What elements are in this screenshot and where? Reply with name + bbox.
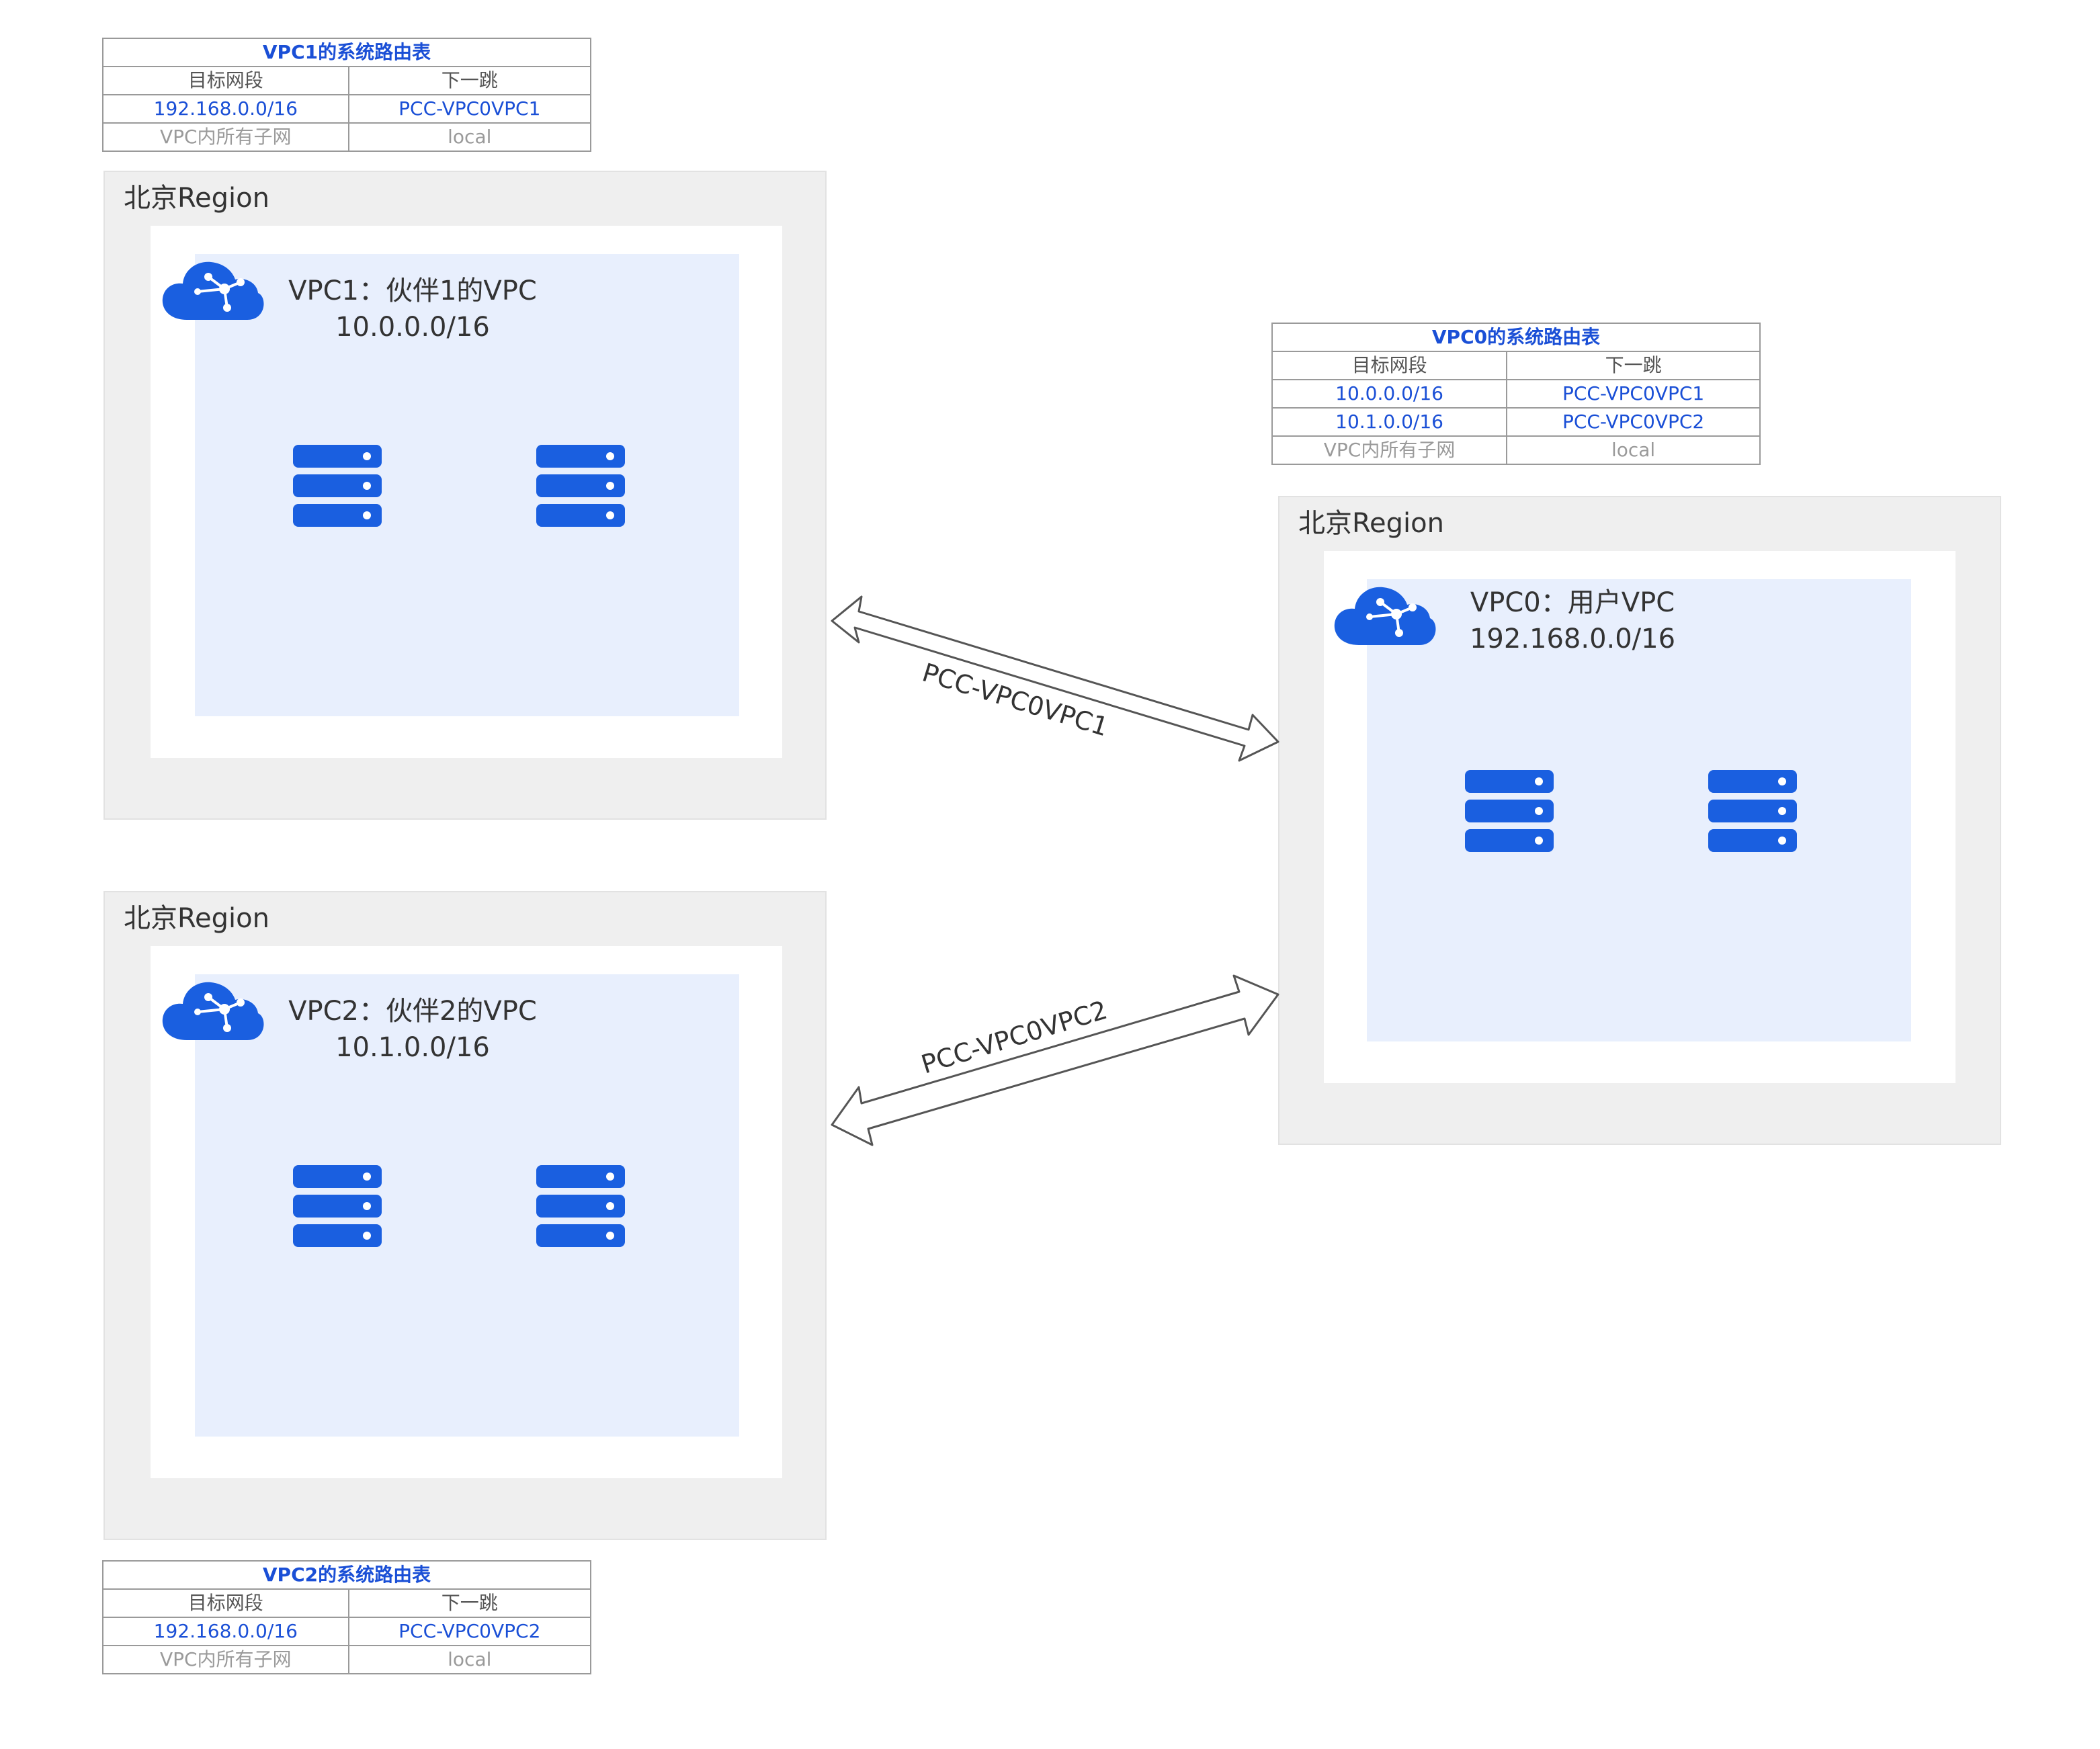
- column-header-next-hop: 下一跳: [347, 1588, 592, 1618]
- vpc-cidr: 10.0.0.0/16: [335, 312, 490, 343]
- column-header-destination: 目标网段: [102, 1588, 349, 1618]
- vpc-area: [1367, 579, 1911, 1041]
- route-destination: 192.168.0.0/16: [102, 1617, 349, 1646]
- column-header-destination: 目标网段: [1271, 351, 1508, 380]
- route-next-hop: local: [347, 1645, 592, 1674]
- region-vpc0: 北京Region VPC0：用户VPC 192.168.0.0/16: [1278, 496, 2001, 1145]
- route-next-hop: PCC-VPC0VPC2: [347, 1617, 592, 1646]
- route-destination: VPC内所有子网: [1271, 435, 1508, 465]
- table-row: VPC内所有子网 local: [102, 1645, 592, 1674]
- route-table-title: VPC0的系统路由表: [1271, 323, 1761, 352]
- vpc-area: [195, 974, 739, 1437]
- vpc-title: VPC0：用户VPC 192.168.0.0/16: [1431, 585, 1714, 657]
- vpc-name: VPC0：用户VPC: [1470, 587, 1675, 618]
- route-table-title: VPC2的系统路由表: [102, 1560, 591, 1590]
- route-next-hop: PCC-VPC0VPC2: [1506, 407, 1761, 437]
- route-next-hop: local: [347, 122, 592, 152]
- column-header-destination: 目标网段: [102, 66, 349, 95]
- region-vpc1: 北京Region VPC1：伙伴1的VPC 10.0.0.0/16: [103, 171, 827, 820]
- table-row: VPC内所有子网 local: [1271, 435, 1761, 465]
- table-row: 192.168.0.0/16 PCC-VPC0VPC2: [102, 1617, 592, 1646]
- region-inner-panel: VPC0：用户VPC 192.168.0.0/16: [1324, 551, 1956, 1083]
- peering-link-vpc1: PCC-VPC0VPC1: [831, 595, 1279, 762]
- peering-link-vpc2: PCC-VPC0VPC2: [831, 974, 1279, 1146]
- route-table-title: VPC1的系统路由表: [102, 38, 591, 67]
- region-label: 北京Region: [124, 903, 269, 934]
- vpc-title: VPC1：伙伴1的VPC 10.0.0.0/16: [271, 273, 554, 345]
- table-row: VPC内所有子网 local: [102, 122, 592, 152]
- route-destination: 10.1.0.0/16: [1271, 407, 1508, 437]
- vpc-cidr: 10.1.0.0/16: [335, 1032, 490, 1063]
- vpc-title: VPC2：伙伴2的VPC 10.1.0.0/16: [271, 993, 554, 1066]
- route-destination: 192.168.0.0/16: [102, 94, 349, 124]
- route-next-hop: local: [1506, 435, 1761, 465]
- vpc-cidr: 192.168.0.0/16: [1469, 624, 1676, 654]
- route-destination: VPC内所有子网: [102, 122, 349, 152]
- vpc-name: VPC1：伙伴1的VPC: [288, 275, 537, 306]
- route-next-hop: PCC-VPC0VPC1: [1506, 379, 1761, 409]
- region-label: 北京Region: [124, 183, 269, 214]
- route-destination: 10.0.0.0/16: [1271, 379, 1508, 409]
- vpc1-route-table: VPC1的系统路由表 目标网段 下一跳 192.168.0.0/16 PCC-V…: [102, 38, 592, 152]
- vpc0-route-table: VPC0的系统路由表 目标网段 下一跳 10.0.0.0/16 PCC-VPC0…: [1271, 323, 1761, 465]
- region-inner-panel: VPC1：伙伴1的VPC 10.0.0.0/16: [151, 226, 782, 758]
- column-header-next-hop: 下一跳: [347, 66, 592, 95]
- double-arrow: [831, 595, 1279, 762]
- route-next-hop: PCC-VPC0VPC1: [347, 94, 592, 124]
- route-destination: VPC内所有子网: [102, 1645, 349, 1674]
- column-header-next-hop: 下一跳: [1506, 351, 1761, 380]
- vpc-name: VPC2：伙伴2的VPC: [288, 996, 537, 1027]
- double-arrow: [831, 974, 1279, 1146]
- region-label: 北京Region: [1298, 508, 1444, 539]
- region-vpc2: 北京Region VPC2：伙伴2的VPC 10.1.0.0/16: [103, 891, 827, 1540]
- table-row: 10.0.0.0/16 PCC-VPC0VPC1: [1271, 379, 1761, 409]
- vpc2-route-table: VPC2的系统路由表 目标网段 下一跳 192.168.0.0/16 PCC-V…: [102, 1560, 592, 1674]
- table-row: 10.1.0.0/16 PCC-VPC0VPC2: [1271, 407, 1761, 437]
- table-row: 192.168.0.0/16 PCC-VPC0VPC1: [102, 94, 592, 124]
- vpc-area: [195, 254, 739, 716]
- region-inner-panel: VPC2：伙伴2的VPC 10.1.0.0/16: [151, 946, 782, 1478]
